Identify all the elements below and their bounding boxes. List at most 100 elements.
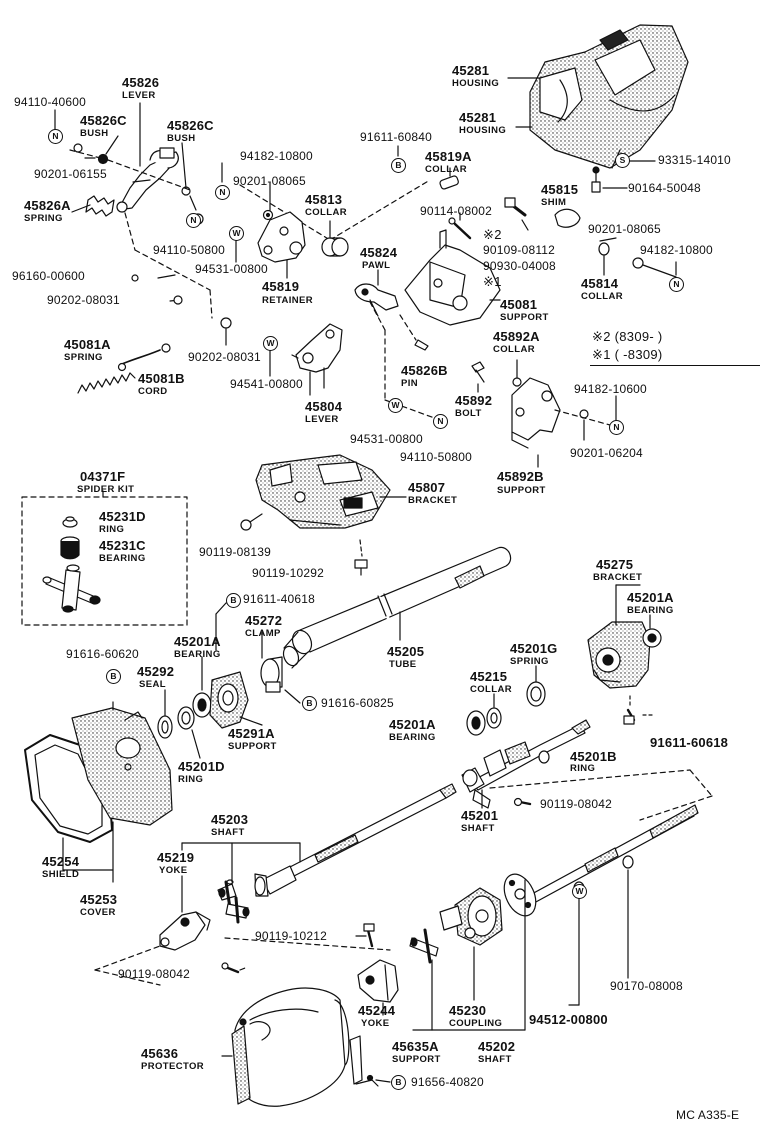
part-name-45215: COLLAR xyxy=(470,684,512,695)
part-number-45826: 45826 xyxy=(122,75,160,90)
part-number-45826a: 45826A xyxy=(24,198,71,213)
part-number-94110-40600: 94110-40600 xyxy=(14,95,87,109)
symbol-b-3: B xyxy=(106,669,121,684)
note-1: ※1 ( -8309) xyxy=(592,347,663,362)
bracket-45807-part xyxy=(255,454,391,529)
part-number-45201a-a: 45201A xyxy=(174,634,221,649)
coupling-45230-part xyxy=(439,887,503,946)
symbol-n: N xyxy=(48,129,63,144)
part-name-45281-b: HOUSING xyxy=(459,125,507,136)
part-number-45892b: 45892B xyxy=(497,469,544,484)
part-name-45201b: RING xyxy=(570,763,596,774)
bolt-45892 xyxy=(471,361,485,383)
bearing-45201a-left xyxy=(192,692,212,718)
part-name-45892a: COLLAR xyxy=(493,344,535,355)
symbol-w-2: W xyxy=(263,336,278,351)
part-number-45244: 45244 xyxy=(358,1003,396,1018)
part-number-45201g: 45201G xyxy=(510,641,558,656)
part-number-91616-60620: 91616-60620 xyxy=(66,647,139,661)
part-number-45201b: 45201B xyxy=(570,749,617,764)
part-name-45201g: SPRING xyxy=(510,656,549,667)
tube-45205-part xyxy=(282,546,512,669)
part-number-45281-a: 45281 xyxy=(452,63,490,78)
protector-45636-part xyxy=(231,987,350,1107)
part-number-45081a: 45081A xyxy=(64,337,111,352)
support-45635a-part xyxy=(349,1035,379,1087)
part-number-90201-08065-b: 90201-08065 xyxy=(588,222,661,236)
housing-45281-part xyxy=(529,24,689,169)
retainer-45819-part xyxy=(257,209,306,263)
shim-45815 xyxy=(554,208,581,228)
part-number-04371f: 04371F xyxy=(80,469,126,484)
yoke-45244-part xyxy=(357,959,399,1003)
part-number-90201-06204: 90201-06204 xyxy=(570,446,643,460)
part-number-94541: 94541-00800 xyxy=(230,377,303,391)
part-number-94531-00800-a: 94531-00800 xyxy=(195,262,268,276)
part-number-45230: 45230 xyxy=(449,1003,487,1018)
symbol-b-2: B xyxy=(226,593,241,608)
part-number-91611-60618: 91611-60618 xyxy=(650,735,729,750)
lever-45826-part xyxy=(116,147,179,213)
part-name-45826a: SPRING xyxy=(24,213,63,224)
symbol-n-5: N xyxy=(609,420,624,435)
part-number-45201a-c: 45201A xyxy=(389,717,436,732)
part-name-45081: SUPPORT xyxy=(500,312,549,323)
part-number-90109: 90109-08112 xyxy=(483,243,556,257)
part-name-45202: SHAFT xyxy=(478,1054,512,1065)
note-2: ※2 (8309- ) xyxy=(592,329,663,344)
bracket-45275-part xyxy=(587,621,651,689)
part-number-45205: 45205 xyxy=(387,644,425,659)
lever-45804-part xyxy=(291,323,343,389)
bearing-45231c xyxy=(60,536,80,560)
part-name-45635a: SUPPORT xyxy=(392,1054,441,1065)
part-name-45081a: SPRING xyxy=(64,352,103,363)
part-name-45275: BRACKET xyxy=(593,572,643,583)
part-number-96160: 96160-00600 xyxy=(12,269,85,283)
part-number-94182-10600: 94182-10600 xyxy=(574,382,647,396)
part-number-90119-10292: 90119-10292 xyxy=(252,566,325,580)
part-number-45201d: 45201D xyxy=(178,759,225,774)
symbol-b-4: B xyxy=(302,696,317,711)
part-name-45081b: CORD xyxy=(138,386,168,397)
part-name-45253: COVER xyxy=(80,907,116,918)
part-number-90201-06155: 90201-06155 xyxy=(34,167,107,181)
part-name-45804: LEVER xyxy=(305,414,339,425)
part-name-45203: SHAFT xyxy=(211,827,245,838)
part-number-45826c-b: 45826C xyxy=(167,118,214,133)
part-name-45292: SEAL xyxy=(139,679,166,690)
part-number-90170: 90170-08008 xyxy=(610,979,683,993)
part-number-45815: 45815 xyxy=(541,182,579,197)
symbol-n-2: N xyxy=(215,185,230,200)
part-number-94110-50800-a: 94110-50800 xyxy=(153,243,226,257)
part-name-45807: BRACKET xyxy=(408,495,458,506)
part-name-45824: PAWL xyxy=(362,260,391,271)
bearing-45201a-right xyxy=(642,628,662,648)
note-mark-2: ※2 xyxy=(483,227,502,242)
part-name-45201a-b: BEARING xyxy=(627,605,674,616)
part-number-45203: 45203 xyxy=(211,812,249,827)
yoke-45219-part xyxy=(159,911,211,951)
shaft-45203-part xyxy=(254,783,457,897)
part-number-45819a: 45819A xyxy=(425,149,472,164)
part-name-45205: TUBE xyxy=(389,659,417,670)
part-name-45814: COLLAR xyxy=(581,291,623,302)
part-number-91611-40618: 91611-40618 xyxy=(243,592,316,606)
part-number-45892: 45892 xyxy=(455,393,493,408)
spring-45826a xyxy=(85,195,115,217)
part-name-45231d: RING xyxy=(99,524,125,535)
note-mark-1: ※1 xyxy=(483,274,502,289)
part-name-45826c-b: BUSH xyxy=(167,133,196,144)
symbol-s: S xyxy=(615,153,630,168)
part-name-45201d: RING xyxy=(178,774,204,785)
part-number-90202-08031-b: 90202-08031 xyxy=(188,350,261,364)
shaft-45202-part xyxy=(503,804,699,917)
part-number-45215: 45215 xyxy=(470,669,508,684)
part-name-45815: SHIM xyxy=(541,197,567,208)
shield-45254-part xyxy=(24,734,113,843)
part-number-45813: 45813 xyxy=(305,192,343,207)
spider-cross xyxy=(42,564,101,613)
symbol-w-4: W xyxy=(572,884,587,899)
part-number-45804: 45804 xyxy=(305,399,343,414)
part-number-45081b: 45081B xyxy=(138,371,185,386)
